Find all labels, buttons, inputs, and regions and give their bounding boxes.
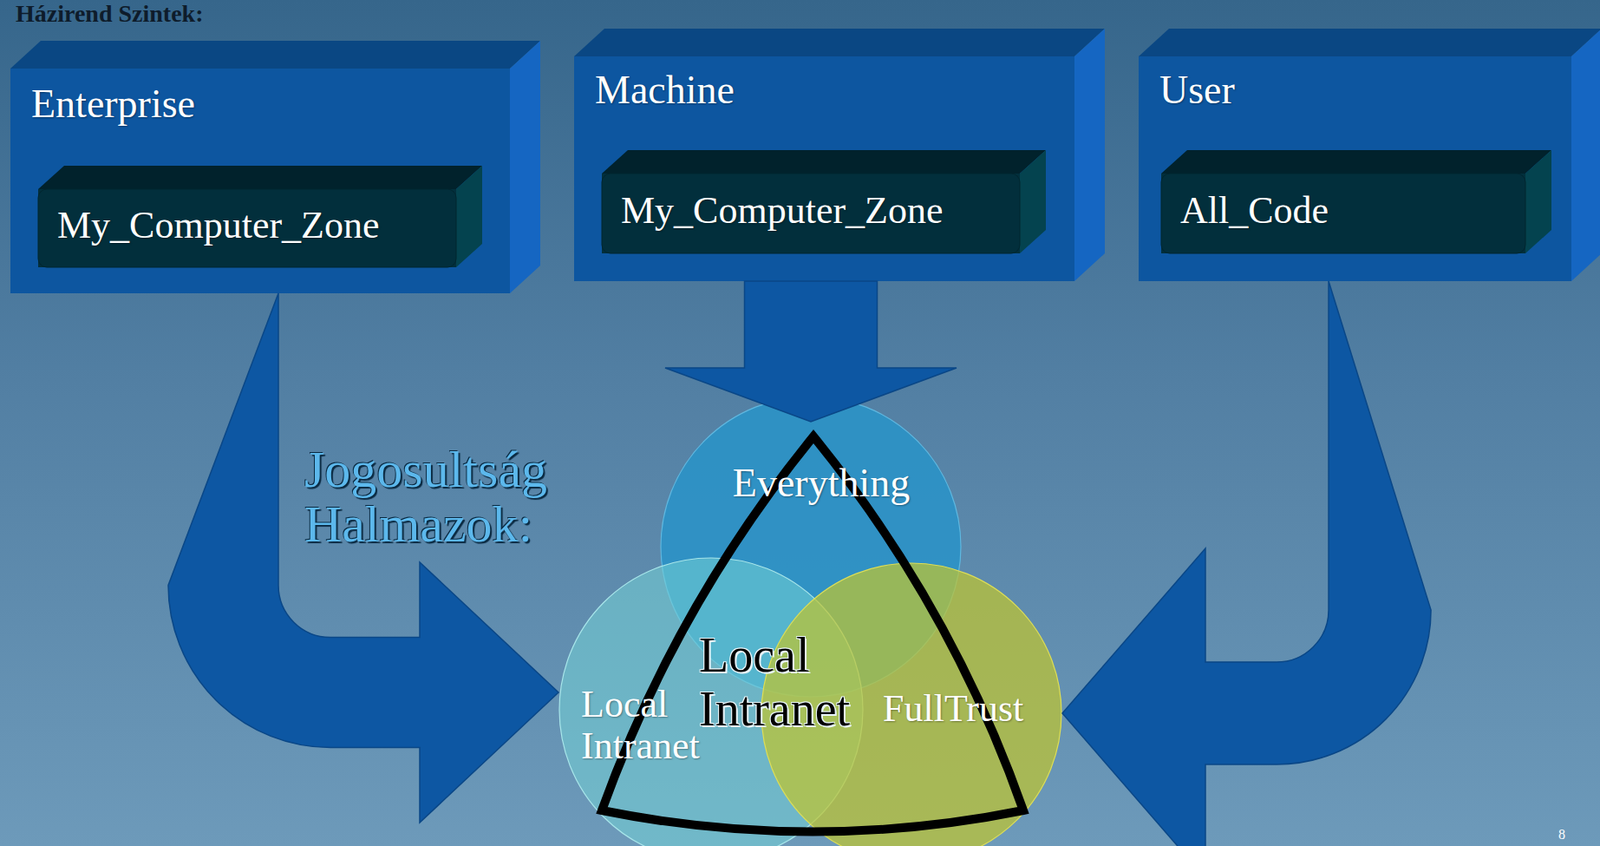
node-label: Machine: [594, 68, 735, 113]
page-number: 8: [1558, 826, 1566, 843]
node-label: Enterprise: [31, 82, 196, 127]
code-group-box: My_Computer_Zone: [38, 189, 457, 268]
policy-level-box: MachineMy_Computer_Zone: [574, 56, 1075, 281]
code-group-box: My_Computer_Zone: [601, 173, 1020, 254]
block-arrow: [1062, 280, 1431, 846]
node-label: My_Computer_Zone: [620, 189, 944, 232]
node-label: Local Intranet: [581, 683, 700, 768]
slide-title: Házirend Szintek:: [15, 0, 203, 28]
policy-level-box: EnterpriseMy_Computer_Zone: [10, 68, 510, 294]
node-label: My_Computer_Zone: [57, 204, 380, 247]
node-label: Local Intranet: [698, 628, 850, 736]
node-label: FullTrust: [882, 687, 1024, 730]
section-heading: Jogosultság Halmazok:: [304, 442, 548, 552]
node-label: User: [1159, 68, 1235, 113]
node-label: All_Code: [1180, 189, 1329, 232]
node-label: Everything: [732, 461, 910, 506]
policy-level-box: UserAll_Code: [1138, 56, 1572, 281]
block-arrow: [665, 280, 957, 422]
block-arrow: [168, 293, 559, 823]
code-group-box: All_Code: [1161, 173, 1526, 254]
